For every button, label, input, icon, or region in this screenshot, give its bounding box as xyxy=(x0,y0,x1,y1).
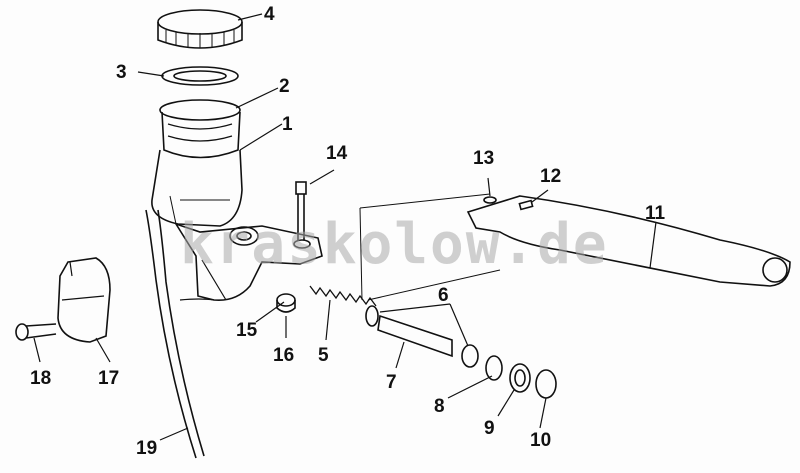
gasket xyxy=(161,66,239,86)
reservoir-body xyxy=(151,99,323,302)
leader-lines xyxy=(33,13,657,441)
watermark: kraskolow.de xyxy=(180,212,609,277)
nut xyxy=(276,293,296,313)
part-label-6: 6 xyxy=(438,285,449,306)
part-label-9: 9 xyxy=(484,418,495,439)
part-label-12: 12 xyxy=(540,166,562,187)
part-label-1: 1 xyxy=(282,114,293,135)
part-label-17: 17 xyxy=(98,368,120,389)
part-label-3: 3 xyxy=(116,62,127,83)
part-label-15: 15 xyxy=(236,320,258,341)
part-label-18: 18 xyxy=(30,368,52,389)
part-label-19: 19 xyxy=(136,438,158,459)
part-label-13: 13 xyxy=(473,148,495,169)
part-label-7: 7 xyxy=(386,372,397,393)
circlip xyxy=(483,196,497,204)
part-label-11: 11 xyxy=(645,203,666,224)
clamp xyxy=(15,257,111,343)
part-label-2: 2 xyxy=(279,76,290,97)
hose xyxy=(145,209,205,459)
part-label-5: 5 xyxy=(318,345,329,366)
bolt-14 xyxy=(295,181,307,240)
part-label-14: 14 xyxy=(326,143,348,164)
spring xyxy=(309,285,377,307)
part-label-4: 4 xyxy=(264,4,275,25)
part-label-16: 16 xyxy=(273,345,295,366)
pin xyxy=(518,199,534,211)
lever xyxy=(359,193,791,301)
washers xyxy=(485,355,557,399)
reservoir-cap xyxy=(157,9,243,49)
part-label-8: 8 xyxy=(434,396,445,417)
piston xyxy=(365,305,479,368)
part-label-10: 10 xyxy=(530,430,552,451)
